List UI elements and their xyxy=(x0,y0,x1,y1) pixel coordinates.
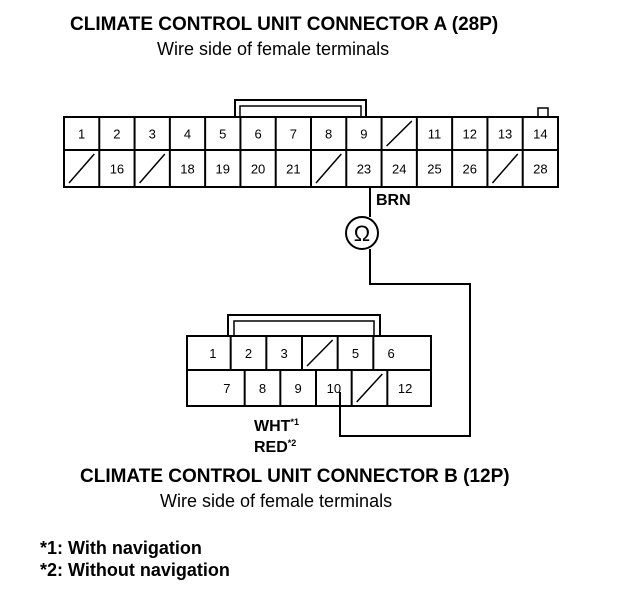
empty-terminal-slash xyxy=(315,153,342,184)
connector-a-lock-tab-inner xyxy=(239,105,362,117)
empty-terminal-slash xyxy=(491,153,519,184)
terminal-number: 26 xyxy=(463,162,477,177)
terminal-number: 7 xyxy=(290,127,297,142)
terminal-number: 12 xyxy=(463,127,477,142)
terminal-number: 9 xyxy=(295,381,302,396)
terminal-number: 28 xyxy=(533,162,547,177)
terminal-number: 2 xyxy=(245,346,252,361)
terminal-number: 10 xyxy=(327,381,341,396)
ohmmeter-circle xyxy=(345,216,379,250)
connector-b-lock-tab-inner xyxy=(233,320,375,336)
connector-a-bottom-row: 16 18 19 20 21 23 24 25 26 28 xyxy=(68,150,548,187)
terminal-number: 16 xyxy=(110,162,124,177)
terminal-number: 13 xyxy=(498,127,512,142)
connector-a-lock-tab xyxy=(234,99,367,117)
terminal-number: 12 xyxy=(398,381,412,396)
terminal-number: 5 xyxy=(352,346,359,361)
terminal-number: 6 xyxy=(388,346,395,361)
terminal-number: 24 xyxy=(392,162,406,177)
terminal-number: 9 xyxy=(360,127,367,142)
terminal-number: 1 xyxy=(78,127,85,142)
terminal-number: 2 xyxy=(113,127,120,142)
wht-wire-label: WHT*1 xyxy=(254,417,299,435)
connector-b-title: CLIMATE CONTROL UNIT CONNECTOR B (12P) xyxy=(80,466,510,487)
connector-b-subtitle: Wire side of female terminals xyxy=(160,491,393,511)
terminal-number: 5 xyxy=(219,127,226,142)
footnote-2: *2: Without navigation xyxy=(40,560,230,580)
terminal-number: 18 xyxy=(180,162,194,177)
ohmmeter-symbol: Ω xyxy=(345,216,379,250)
empty-terminal-slash xyxy=(306,339,334,367)
terminal-number: 21 xyxy=(286,162,300,177)
connector-b-top-row: 1 2 3 5 6 xyxy=(209,336,395,370)
terminal-number: 20 xyxy=(251,162,265,177)
red-wire-label: RED*2 xyxy=(254,438,296,456)
empty-terminal-slash xyxy=(139,153,166,184)
terminal-number: 6 xyxy=(254,127,261,142)
test-lead-wire xyxy=(339,249,471,437)
terminal-number: 11 xyxy=(428,127,442,142)
terminal-number: 8 xyxy=(325,127,332,142)
empty-terminal-slash xyxy=(356,373,383,403)
connector-b-bottom-row: 7 8 9 10 12 xyxy=(223,370,412,406)
terminal-number: 3 xyxy=(281,346,288,361)
terminal-number: 3 xyxy=(149,127,156,142)
terminal-number: 8 xyxy=(259,381,266,396)
brn-wire-label: BRN xyxy=(376,192,411,209)
terminal-number: 19 xyxy=(216,162,230,177)
connector-b-lock-tab xyxy=(227,314,381,336)
connector-a-subtitle: Wire side of female terminals xyxy=(157,39,390,59)
terminal-number: 1 xyxy=(209,346,216,361)
footnote-1: *1: With navigation xyxy=(40,538,202,558)
terminal-number: 25 xyxy=(427,162,441,177)
empty-terminal-slash xyxy=(386,120,413,147)
terminal-number: 14 xyxy=(533,127,547,142)
terminal-number: 4 xyxy=(184,127,191,142)
connector-a-key xyxy=(537,107,549,117)
terminal-number: 23 xyxy=(357,162,371,177)
ohm-icon: Ω xyxy=(354,221,370,246)
terminal-number: 7 xyxy=(223,381,230,396)
empty-terminal-slash xyxy=(68,153,95,184)
connector-a-title: CLIMATE CONTROL UNIT CONNECTOR A (28P) xyxy=(70,14,499,35)
